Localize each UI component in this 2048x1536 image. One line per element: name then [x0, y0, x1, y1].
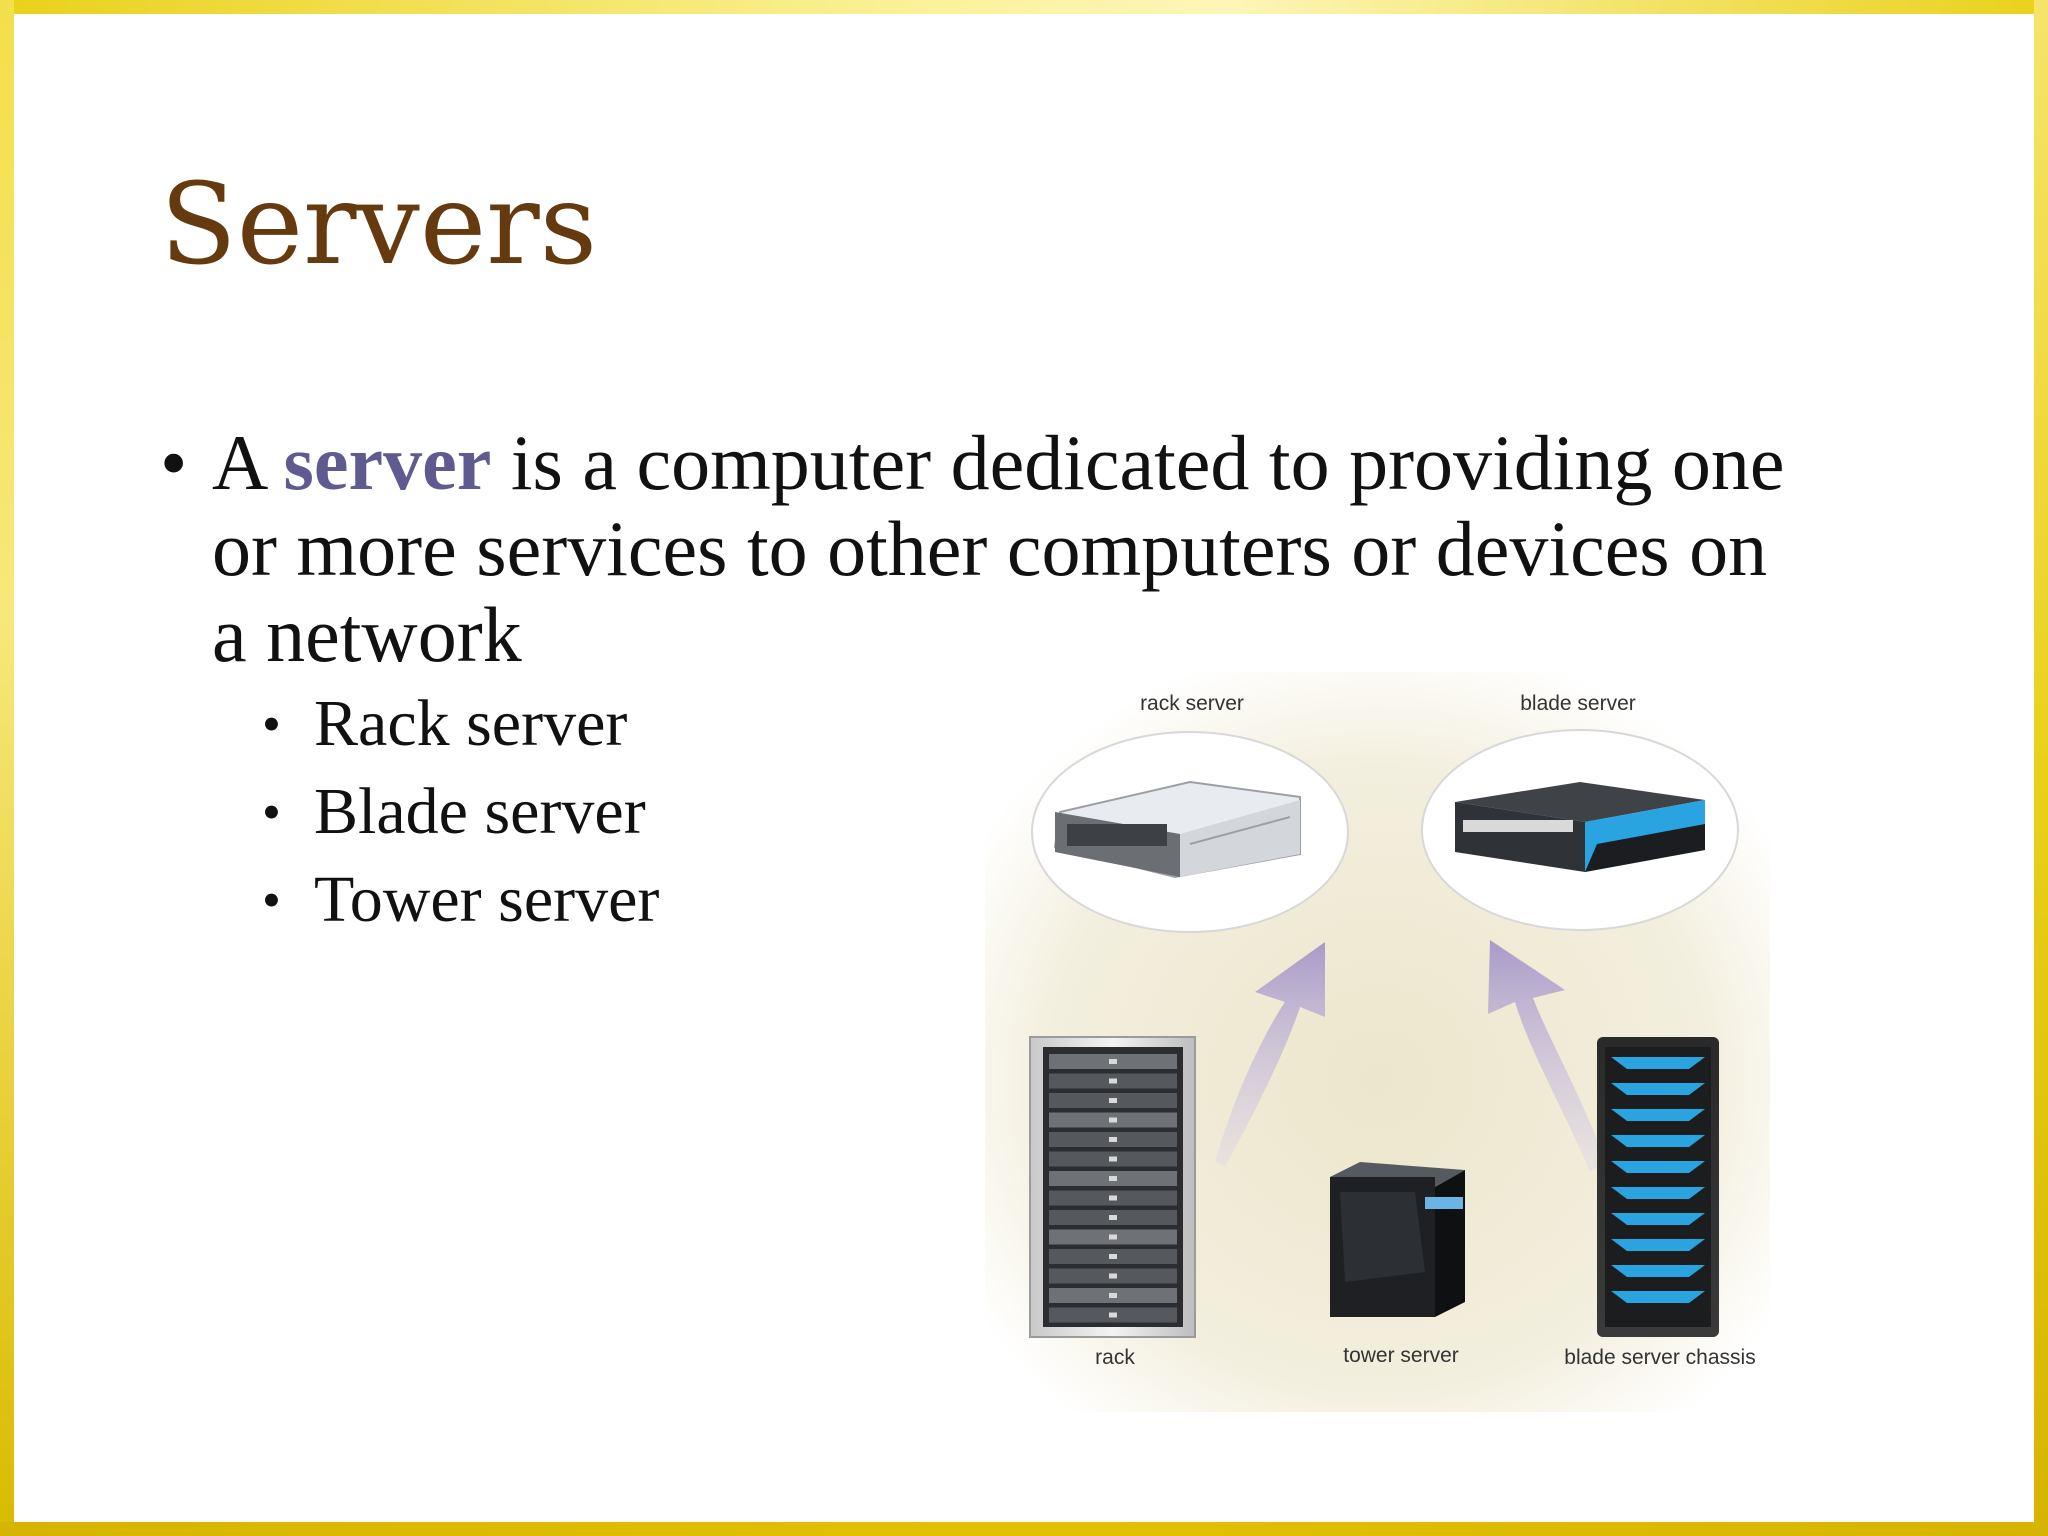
label-blade-server-chassis: blade server chassis	[1564, 1346, 1755, 1369]
sub-bullet-list: • Rack server • Blade server • Tower ser…	[160, 680, 1800, 944]
blade-unit	[1611, 1239, 1705, 1251]
sub-bullet-item: • Blade server	[160, 768, 1800, 856]
rack-unit-led	[1109, 1215, 1117, 1220]
blade-server-bubble	[1421, 729, 1739, 931]
rack-unit-led	[1109, 1312, 1117, 1318]
slide-body: • A server is a computer dedicated to pr…	[160, 420, 1800, 944]
blade-unit	[1611, 1135, 1705, 1147]
label-blade-server: blade server	[1520, 692, 1636, 715]
slide-border-bottom	[0, 1522, 2048, 1536]
sub-bullet-label: Rack server	[314, 687, 628, 760]
bullet-dot-icon: •	[262, 694, 281, 754]
label-rack-server: rack server	[1140, 692, 1244, 715]
sub-bullet-label: Tower server	[314, 863, 660, 936]
slide-border-top	[0, 0, 2048, 14]
blade-unit	[1611, 1109, 1705, 1121]
bullet-dot-icon: •	[160, 419, 188, 506]
rack-unit-led	[1109, 1273, 1117, 1279]
blade-unit	[1611, 1265, 1705, 1277]
bullet-dot-icon: •	[262, 870, 281, 930]
rack-unit-led	[1109, 1059, 1117, 1064]
blade-unit	[1611, 1161, 1705, 1173]
rack-unit-led	[1109, 1254, 1117, 1259]
rack-server-bubble	[1031, 731, 1349, 933]
rack-unit-led	[1109, 1137, 1117, 1142]
main-bullet-text-after: is a computer dedicated to providing one…	[212, 419, 1785, 678]
server-types-figure: rack server blade server rack tower serv…	[985, 672, 1770, 1412]
tower-server-illustration	[1330, 1162, 1465, 1317]
rack-unit-led	[1109, 1117, 1117, 1123]
main-bullet-text-before: A	[212, 419, 284, 506]
main-bullet: • A server is a computer dedicated to pr…	[160, 420, 1800, 678]
sub-bullet-item: • Tower server	[160, 856, 1800, 944]
rack-unit-led	[1109, 1234, 1117, 1240]
label-rack: rack	[1095, 1346, 1135, 1369]
blade-unit	[1611, 1187, 1705, 1199]
blade-unit	[1611, 1291, 1705, 1303]
blade-unit	[1611, 1213, 1705, 1225]
rack-unit-led	[1109, 1195, 1117, 1201]
rack-unit-led	[1109, 1156, 1117, 1162]
slide-border-left	[0, 0, 14, 1536]
rack-illustration	[1029, 1036, 1196, 1338]
bullet-dot-icon: •	[262, 782, 281, 842]
main-bullet-keyword: server	[283, 419, 492, 506]
rack-unit-led	[1109, 1098, 1117, 1103]
arrow-up-right-icon	[1488, 940, 1605, 1172]
blade-units	[1611, 1057, 1705, 1303]
sub-bullet-item: • Rack server	[160, 680, 1800, 768]
blade-unit	[1611, 1057, 1705, 1069]
sub-bullet-label: Blade server	[314, 775, 646, 848]
blade-server-chassis-illustration	[1597, 1037, 1719, 1337]
label-tower-server: tower server	[1343, 1344, 1459, 1367]
arrow-up-left-icon	[1215, 942, 1325, 1167]
rack-units	[1049, 1054, 1177, 1323]
server-types-illustration: rack server blade server rack tower serv…	[985, 672, 1770, 1412]
rack-unit-led	[1109, 1176, 1117, 1181]
slide-border-right	[2034, 0, 2048, 1536]
slide-title: Servers	[160, 160, 598, 290]
rack-unit-led	[1109, 1078, 1117, 1084]
rack-unit-led	[1109, 1293, 1117, 1298]
blade-unit	[1611, 1083, 1705, 1095]
